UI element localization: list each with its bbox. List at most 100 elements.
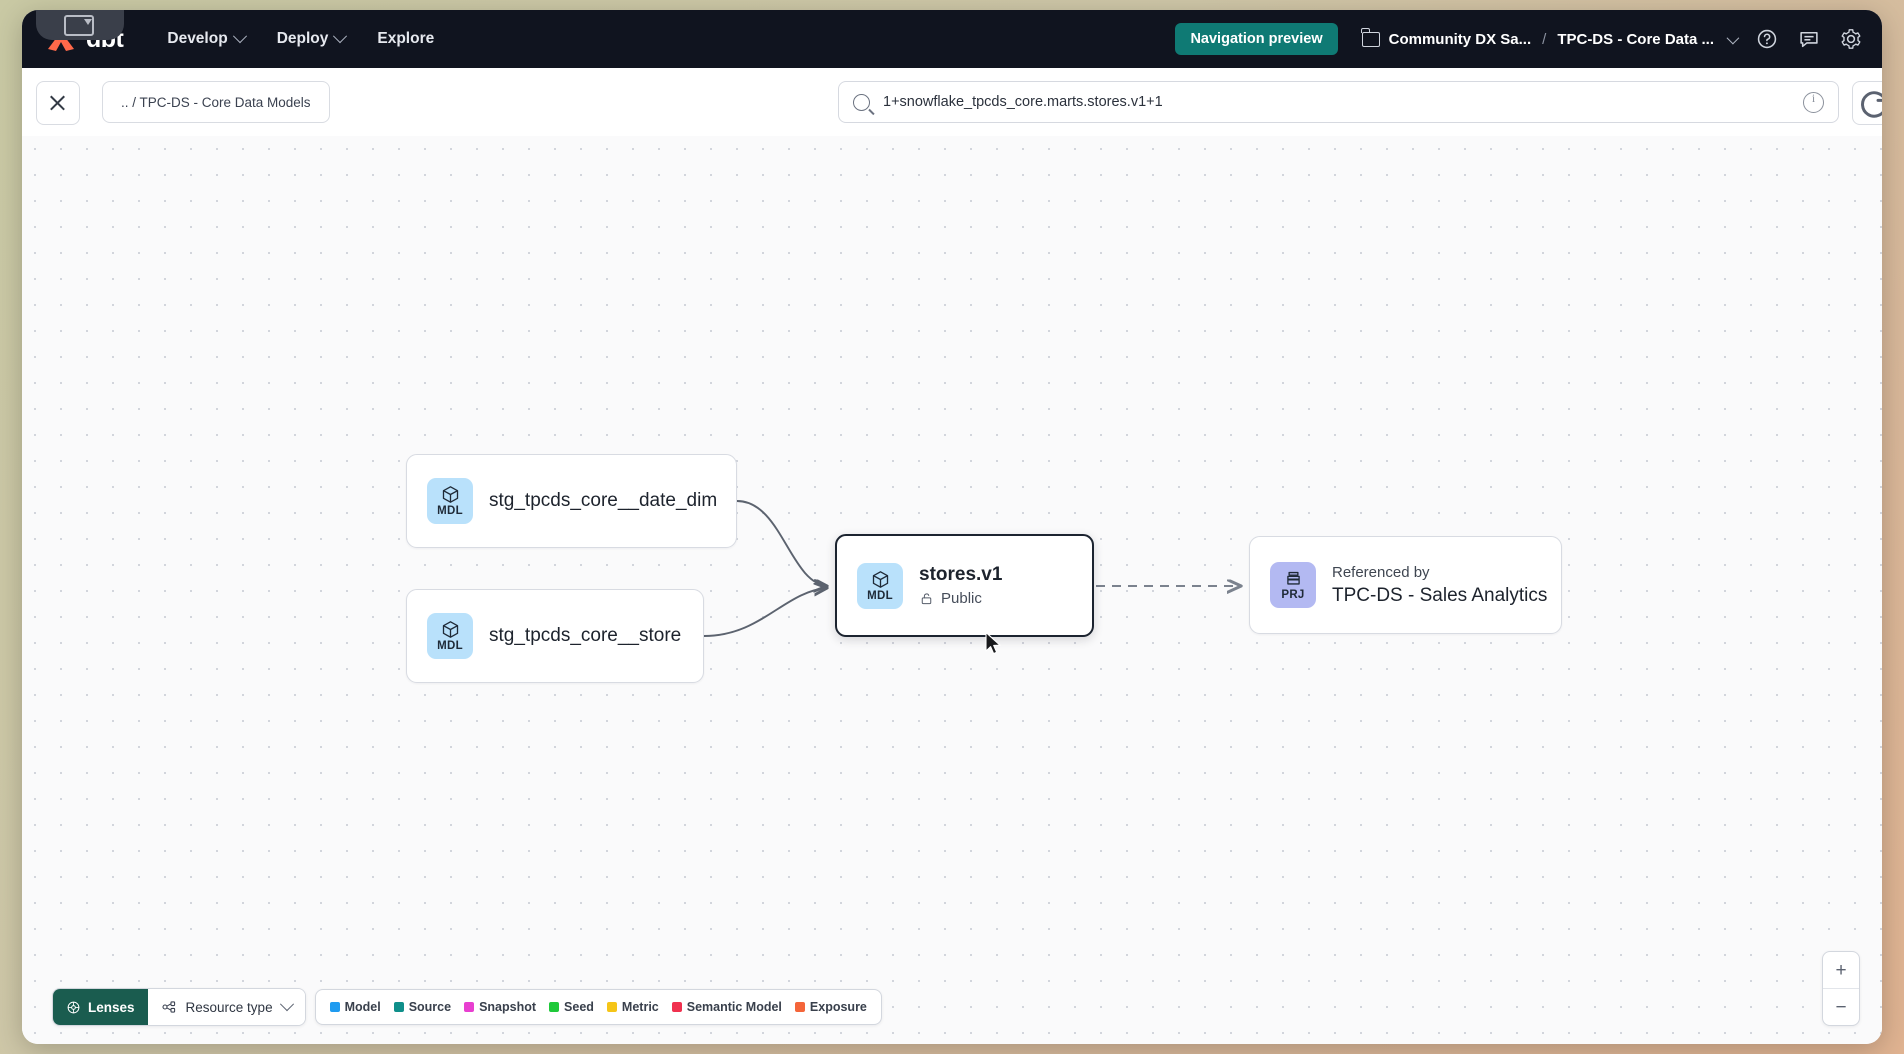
search-icon xyxy=(853,93,870,111)
nav-menu: Develop Deploy Explore xyxy=(167,29,434,48)
badge-label: MDL xyxy=(437,505,463,518)
node-title: stg_tpcds_core__date_dim xyxy=(489,490,718,511)
legend-label: Snapshot xyxy=(479,1000,537,1014)
lineage-search-box[interactable]: 1+snowflake_tpcds_core.marts.stores.v1+1 xyxy=(838,81,1839,123)
graph-node-stg-date-dim[interactable]: MDL stg_tpcds_core__date_dim xyxy=(406,454,737,548)
edge-store-to-stores xyxy=(703,588,828,637)
cube-icon xyxy=(872,570,888,588)
zoom-in-button[interactable]: + xyxy=(1823,952,1859,989)
screen-recording-indicator xyxy=(36,10,124,40)
model-badge: MDL xyxy=(427,613,473,659)
lineage-canvas[interactable]: MDL stg_tpcds_core__date_dim MDL stg_tpc… xyxy=(22,136,1882,1044)
layers-icon xyxy=(1286,572,1300,585)
resource-type-dropdown[interactable]: Resource type xyxy=(147,989,305,1025)
download-arrow-icon xyxy=(84,19,92,25)
nav-item-develop-label: Develop xyxy=(167,30,228,47)
unlock-icon xyxy=(921,593,932,605)
chevron-down-icon xyxy=(232,29,247,44)
legend-item-metric: Metric xyxy=(606,1000,659,1014)
graph-node-referenced-by-project[interactable]: PRJ Referenced by TPC-DS - Sales Analyti… xyxy=(1249,536,1562,634)
legend-label: Exposure xyxy=(809,1000,867,1014)
legend-swatch xyxy=(794,1002,805,1012)
breadcrumb: Community DX Sa... / TPC-DS - Core Data … xyxy=(1360,27,1740,48)
breadcrumb-account[interactable]: Community DX Sa... xyxy=(1388,30,1532,48)
feedback-icon[interactable] xyxy=(1798,28,1820,50)
nav-item-explore-label: Explore xyxy=(377,30,435,47)
nav-item-develop[interactable]: Develop xyxy=(167,29,247,48)
legend-swatch xyxy=(671,1002,682,1012)
refresh-icon xyxy=(1861,91,1882,118)
badge-label: MDL xyxy=(867,589,893,602)
node-title: stores.v1 xyxy=(919,564,1003,585)
legend-label: Source xyxy=(408,1000,452,1014)
lenses-button[interactable]: Lenses xyxy=(53,989,148,1025)
node-title: stg_tpcds_core__store xyxy=(489,625,682,646)
node-body: stores.v1 Public xyxy=(919,564,1002,607)
nav-item-deploy[interactable]: Deploy xyxy=(276,29,348,48)
model-badge: MDL xyxy=(427,478,473,524)
legend-swatch xyxy=(393,1002,404,1012)
legend-swatch xyxy=(464,1002,475,1012)
graph-node-stg-store[interactable]: MDL stg_tpcds_core__store xyxy=(406,589,704,683)
chevron-down-icon xyxy=(279,997,294,1012)
resource-type-label: Resource type xyxy=(185,999,273,1015)
legend-item-semantic-model: Semantic Model xyxy=(671,1000,782,1014)
zoom-controls: + − xyxy=(1822,951,1860,1026)
legend-item-model: Model xyxy=(329,1000,381,1014)
legend-item-seed: Seed xyxy=(549,1000,594,1014)
breadcrumb-path-chip[interactable]: .. / TPC-DS - Core Data Models xyxy=(102,81,330,123)
node-body: Referenced by TPC-DS - Sales Analytics xyxy=(1332,564,1547,607)
info-icon[interactable] xyxy=(1803,91,1824,113)
model-badge: MDL xyxy=(857,562,903,609)
navigation-preview-badge[interactable]: Navigation preview xyxy=(1175,23,1338,55)
node-body: stg_tpcds_core__date_dim xyxy=(489,490,717,512)
lenses-label: Lenses xyxy=(88,999,135,1015)
legend-label: Metric xyxy=(621,1000,659,1014)
bottom-toolbar: Lenses Resource type Model xyxy=(52,988,882,1026)
legend-label: Seed xyxy=(564,1000,594,1014)
graph-node-stores-v1[interactable]: MDL stores.v1 Public xyxy=(835,534,1094,637)
legend-item-snapshot: Snapshot xyxy=(464,1000,536,1014)
lineage-edges xyxy=(703,500,1882,637)
chevron-down-icon xyxy=(333,29,348,44)
breadcrumb-separator: / xyxy=(1542,30,1547,48)
chevron-down-icon[interactable] xyxy=(1726,31,1740,44)
legend-item-exposure: Exposure xyxy=(794,1000,867,1014)
breadcrumb-project[interactable]: TPC-DS - Core Data ... xyxy=(1557,30,1714,48)
legend-label: Model xyxy=(344,1000,381,1014)
settings-icon[interactable] xyxy=(1840,28,1862,50)
legend-swatch xyxy=(606,1002,617,1012)
app-window: dbt Develop Deploy Explore Navigation pr… xyxy=(22,10,1882,1044)
cube-icon xyxy=(442,621,458,639)
badge-label: PRJ xyxy=(1281,589,1305,602)
refresh-button[interactable] xyxy=(1852,81,1882,125)
top-navigation-bar: dbt Develop Deploy Explore Navigation pr… xyxy=(22,10,1882,68)
node-body: stg_tpcds_core__store xyxy=(489,625,681,647)
nav-item-explore[interactable]: Explore xyxy=(377,30,434,48)
nav-right-cluster: Navigation preview Community DX Sa... / … xyxy=(1175,23,1882,55)
nav-item-deploy-label: Deploy xyxy=(276,30,329,47)
legend-label: Semantic Model xyxy=(686,1000,782,1014)
legend-swatch xyxy=(329,1002,340,1012)
search-input[interactable]: 1+snowflake_tpcds_core.marts.stores.v1+1 xyxy=(883,94,1163,110)
close-button[interactable] xyxy=(36,81,80,125)
zoom-out-button[interactable]: − xyxy=(1835,996,1847,1018)
legend-swatch xyxy=(549,1002,560,1012)
node-title: TPC-DS - Sales Analytics xyxy=(1332,584,1548,606)
lens-icon xyxy=(67,1001,80,1013)
node-access: Public xyxy=(919,590,1002,607)
edge-date-dim-to-stores xyxy=(736,500,828,586)
lineage-toolbar: .. / TPC-DS - Core Data Models 1+snowfla… xyxy=(22,68,1882,137)
screen-icon xyxy=(64,15,94,36)
project-badge: PRJ xyxy=(1270,562,1316,608)
node-eyebrow: Referenced by xyxy=(1332,563,1430,581)
help-icon[interactable] xyxy=(1756,28,1778,50)
legend-item-source: Source xyxy=(393,1000,452,1014)
node-access-label: Public xyxy=(941,590,982,607)
resource-type-legend: Model Source Snapshot Seed Metric xyxy=(314,989,882,1025)
nodes-icon xyxy=(161,1001,175,1013)
folder-icon xyxy=(1360,27,1380,47)
badge-label: MDL xyxy=(437,640,463,653)
lens-control-group: Lenses Resource type xyxy=(52,988,306,1026)
cube-icon xyxy=(442,486,458,504)
